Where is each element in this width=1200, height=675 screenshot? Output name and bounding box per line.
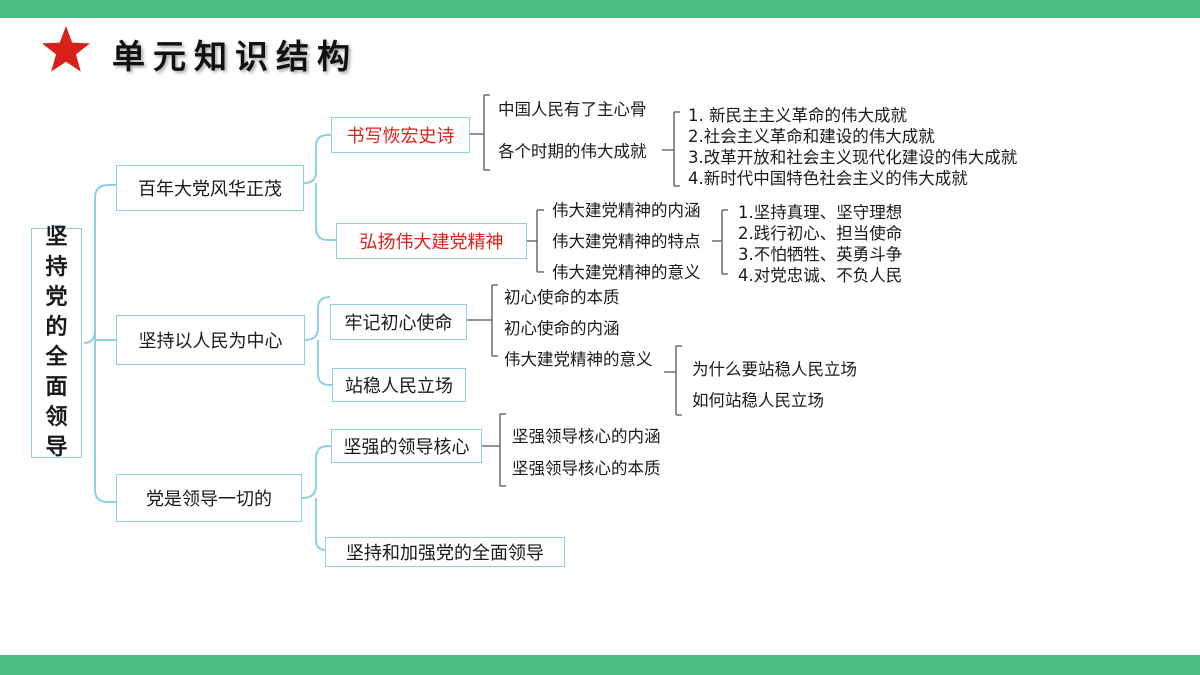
node-write-epic: 书写恢宏史诗 bbox=[331, 117, 470, 153]
page-title: 单元知识结构 bbox=[112, 37, 358, 76]
leaf-item: 中国人民有了主心骨 bbox=[498, 100, 647, 119]
node-strong-core: 坚强的领导核心 bbox=[331, 429, 482, 463]
leaf-item: 如何站稳人民立场 bbox=[692, 391, 824, 410]
leaf-item: 3.改革开放和社会主义现代化建设的伟大成就 bbox=[688, 148, 1018, 167]
bottom-accent-bar bbox=[0, 655, 1200, 675]
root-char: 党 bbox=[45, 285, 68, 310]
leaf-item: 为什么要站稳人民立场 bbox=[692, 360, 857, 379]
leaf-item: 伟大建党精神的意义 bbox=[552, 263, 701, 282]
leaf-item: 3.不怕牺牲、英勇斗争 bbox=[738, 245, 903, 264]
root-char: 领 bbox=[45, 405, 68, 430]
leaf-item: 1.坚持真理、坚守理想 bbox=[738, 203, 903, 222]
leaf-item: 4.新时代中国特色社会主义的伟大成就 bbox=[688, 169, 968, 188]
leaf-item: 2.践行初心、担当使命 bbox=[738, 224, 903, 243]
leaf-item: 伟大建党精神的特点 bbox=[552, 232, 701, 251]
root-char: 全 bbox=[45, 345, 68, 370]
node-people-centered: 坚持以人民为中心 bbox=[116, 315, 305, 365]
leaf-item: 初心使命的内涵 bbox=[504, 319, 620, 338]
node-uphold-leadership: 坚持和加强党的全面领导 bbox=[325, 537, 565, 567]
root-char: 持 bbox=[45, 255, 68, 280]
leaf-item: 伟大建党精神的意义 bbox=[504, 350, 653, 369]
root-char: 坚 bbox=[45, 225, 68, 250]
top-accent-bar bbox=[0, 0, 1200, 18]
leaf-item: 伟大建党精神的内涵 bbox=[552, 201, 701, 220]
root-char: 导 bbox=[45, 435, 68, 460]
node-century-party: 百年大党风华正茂 bbox=[116, 165, 304, 211]
node-remember-mission: 牢记初心使命 bbox=[330, 304, 467, 340]
leaf-item: 坚强领导核心的本质 bbox=[512, 459, 661, 478]
red-star-icon bbox=[42, 26, 90, 72]
leaf-item: 1. 新民主主义革命的伟大成就 bbox=[688, 106, 907, 125]
node-party-leads-all: 党是领导一切的 bbox=[116, 474, 302, 522]
node-carry-forward-spirit: 弘扬伟大建党精神 bbox=[336, 223, 527, 259]
root-char: 的 bbox=[45, 315, 68, 340]
root-node: 坚 持 党 的 全 面 领 导 bbox=[31, 225, 82, 460]
leaf-item: 坚强领导核心的内涵 bbox=[512, 427, 661, 446]
leaf-item: 各个时期的伟大成就 bbox=[498, 142, 647, 161]
leaf-item: 4.对党忠诚、不负人民 bbox=[738, 266, 903, 285]
leaf-item: 初心使命的本质 bbox=[504, 288, 620, 307]
leaf-item: 2.社会主义革命和建设的伟大成就 bbox=[688, 127, 935, 146]
node-stand-with-people: 站稳人民立场 bbox=[332, 368, 466, 402]
root-char: 面 bbox=[45, 375, 68, 400]
